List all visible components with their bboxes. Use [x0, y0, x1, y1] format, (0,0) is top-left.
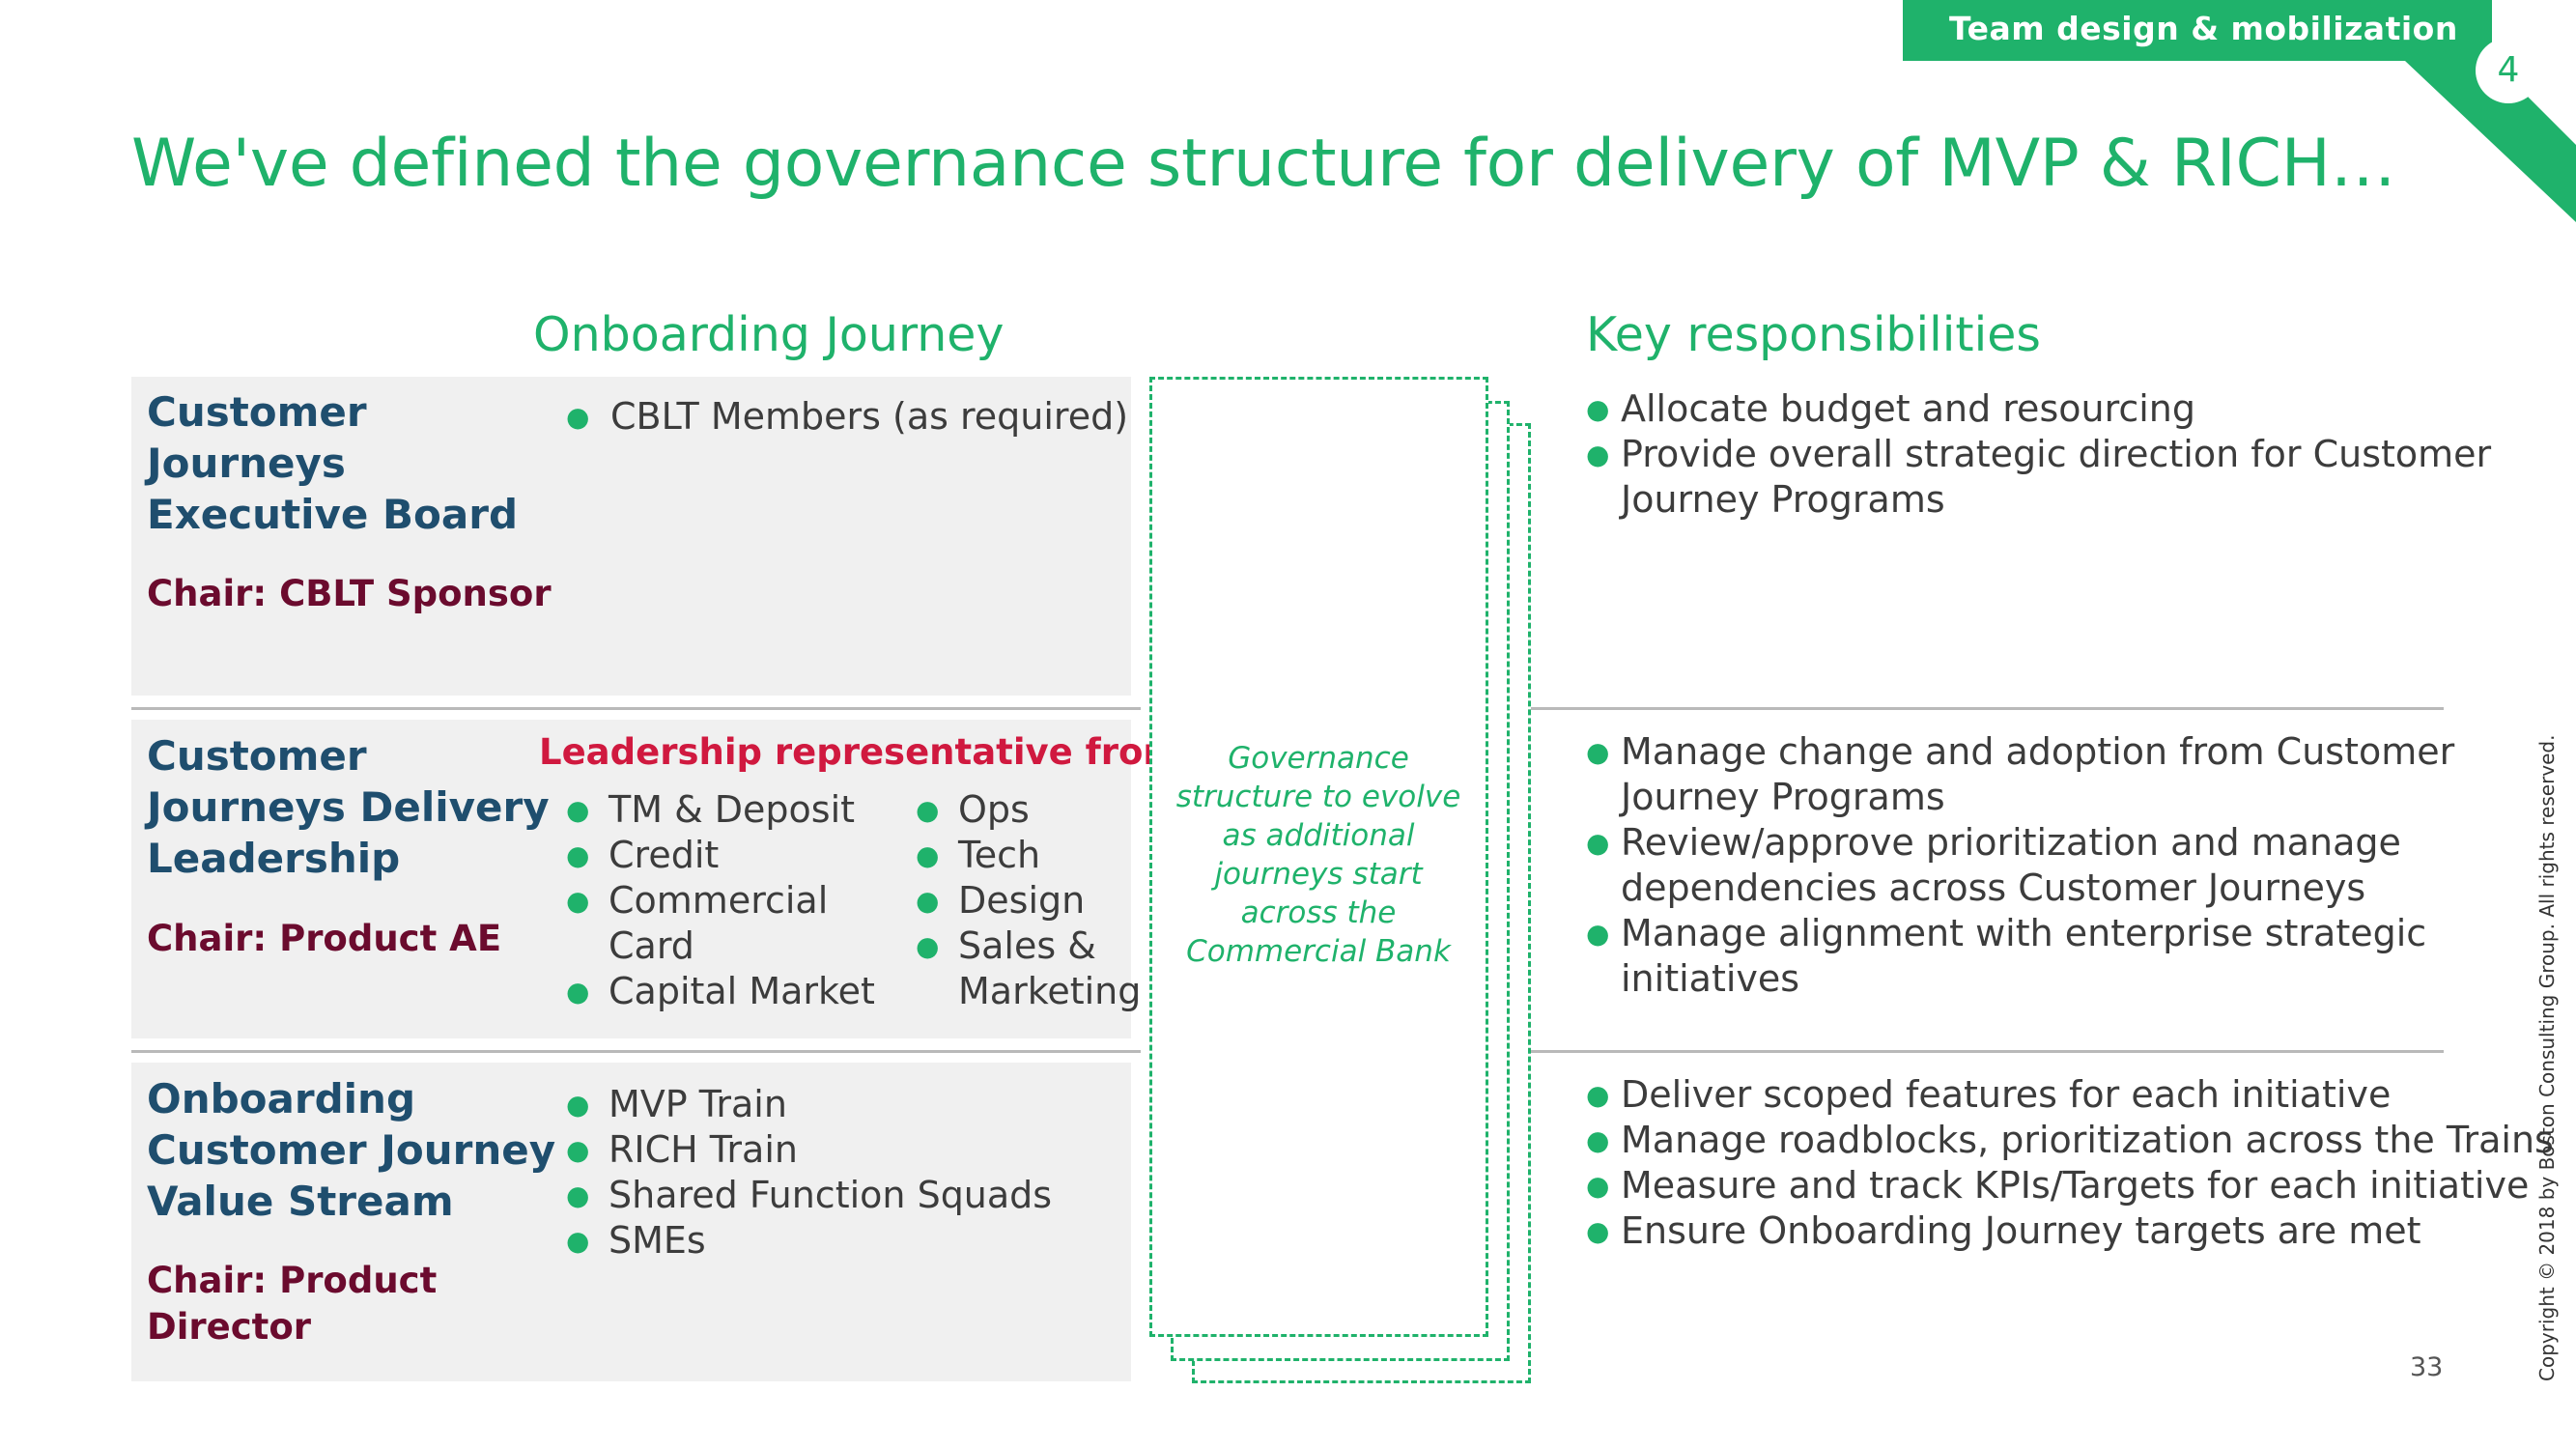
responsibility-item: Provide overall strategic direction for …: [1621, 433, 2492, 475]
bullet-icon: ●: [1586, 439, 1610, 470]
governance-note: Governance structure to evolve as additi…: [1175, 741, 1461, 969]
divider: [131, 707, 1141, 710]
row-band-value-stream: [131, 1063, 1131, 1381]
member-item: Tech: [958, 834, 1041, 876]
bullet-icon: ●: [1586, 918, 1610, 950]
bullet-icon: ●: [566, 839, 590, 871]
responsibility-item: Journey Programs: [1621, 478, 1945, 521]
bullet-icon: ●: [916, 885, 940, 917]
key-responsibilities-header: Key responsibilities: [1586, 307, 2041, 362]
responsibility-item: Deliver scoped features for each initiat…: [1621, 1073, 2392, 1116]
responsibility-item: initiatives: [1621, 957, 1800, 1000]
member-item: Credit: [609, 834, 720, 876]
row-band-executive-board: [131, 377, 1131, 696]
bullet-icon: ●: [916, 839, 940, 871]
bullet-icon: ●: [566, 976, 590, 1008]
member-item: Capital Market: [609, 970, 875, 1012]
member-item: SMEs: [609, 1219, 706, 1262]
responsibility-item: Review/approve prioritization and manage: [1621, 821, 2401, 864]
row-chair: Chair: CBLT Sponsor: [147, 573, 552, 614]
responsibility-item: Manage change and adoption from Customer: [1621, 730, 2455, 773]
member-item: Design: [958, 879, 1086, 922]
bullet-icon: ●: [1586, 827, 1610, 859]
responsibility-item: Manage alignment with enterprise strateg…: [1621, 912, 2427, 954]
bullet-icon: ●: [566, 401, 590, 433]
leadership-label: Leadership representative from:: [539, 731, 1195, 773]
row-name: Customer Journeys Executive Board: [147, 388, 519, 538]
responsibility-item: Measure and track KPIs/Targets for each …: [1621, 1164, 2530, 1207]
bullet-icon: ●: [916, 930, 940, 962]
member-item: TM & Deposit: [609, 788, 856, 831]
bullet-icon: ●: [1586, 393, 1610, 425]
member-item: RICH Train: [609, 1128, 798, 1171]
responsibility-item: Journey Programs: [1621, 776, 1945, 818]
member-item: Sales &: [958, 924, 1096, 967]
row-chair: Chair: Product AE: [147, 918, 502, 959]
bullet-icon: ●: [566, 1225, 590, 1257]
copyright-notice: Copyright © 2018 by Boston Consulting Gr…: [2535, 734, 2559, 1381]
member-item: Card: [609, 924, 694, 967]
footer-page-number: 33: [2410, 1352, 2444, 1382]
bullet-icon: ●: [566, 1179, 590, 1211]
section-tab: [1903, 0, 2492, 61]
onboarding-journey-header: Onboarding Journey: [533, 307, 1005, 362]
responsibility-item: dependencies across Customer Journeys: [1621, 867, 2366, 909]
governance-stack-box-front: [1149, 377, 1488, 1337]
bullet-icon: ●: [566, 1089, 590, 1121]
member-item: Shared Function Squads: [609, 1174, 1053, 1216]
row-name: Customer Journeys Delivery Leadership: [147, 732, 550, 882]
row-name: Onboarding Customer Journey Value Stream: [147, 1075, 556, 1225]
member-item: Marketing: [958, 970, 1142, 1012]
page-badge: 4: [2476, 38, 2541, 103]
bullet-icon: ●: [566, 885, 590, 917]
divider: [131, 1050, 1141, 1053]
member-item: Ops: [958, 788, 1030, 831]
page-title: We've defined the governance structure f…: [131, 126, 2396, 202]
bullet-icon: ●: [1586, 1215, 1610, 1247]
responsibility-item: Allocate budget and resourcing: [1621, 387, 2196, 430]
bullet-icon: ●: [1586, 1124, 1610, 1156]
bullet-icon: ●: [1586, 1079, 1610, 1111]
responsibility-item: Manage roadblocks, prioritization across…: [1621, 1119, 2554, 1161]
member-item: Commercial: [609, 879, 829, 922]
row-band-delivery-leadership: [131, 720, 1131, 1038]
member-item: MVP Train: [609, 1083, 787, 1125]
responsibility-item: Ensure Onboarding Journey targets are me…: [1621, 1209, 2421, 1252]
bullet-icon: ●: [916, 794, 940, 826]
section-tab-label: Team design & mobilization: [1949, 10, 2458, 47]
member-item: CBLT Members (as required): [610, 395, 1129, 438]
row-chair: Chair: Product Director: [147, 1260, 438, 1348]
bullet-icon: ●: [1586, 1170, 1610, 1202]
bullet-icon: ●: [1586, 736, 1610, 768]
divider: [1531, 1050, 2444, 1053]
bullet-icon: ●: [566, 1134, 590, 1166]
corner-triangle: [2405, 61, 2576, 222]
divider: [1531, 707, 2444, 710]
bullet-icon: ●: [566, 794, 590, 826]
